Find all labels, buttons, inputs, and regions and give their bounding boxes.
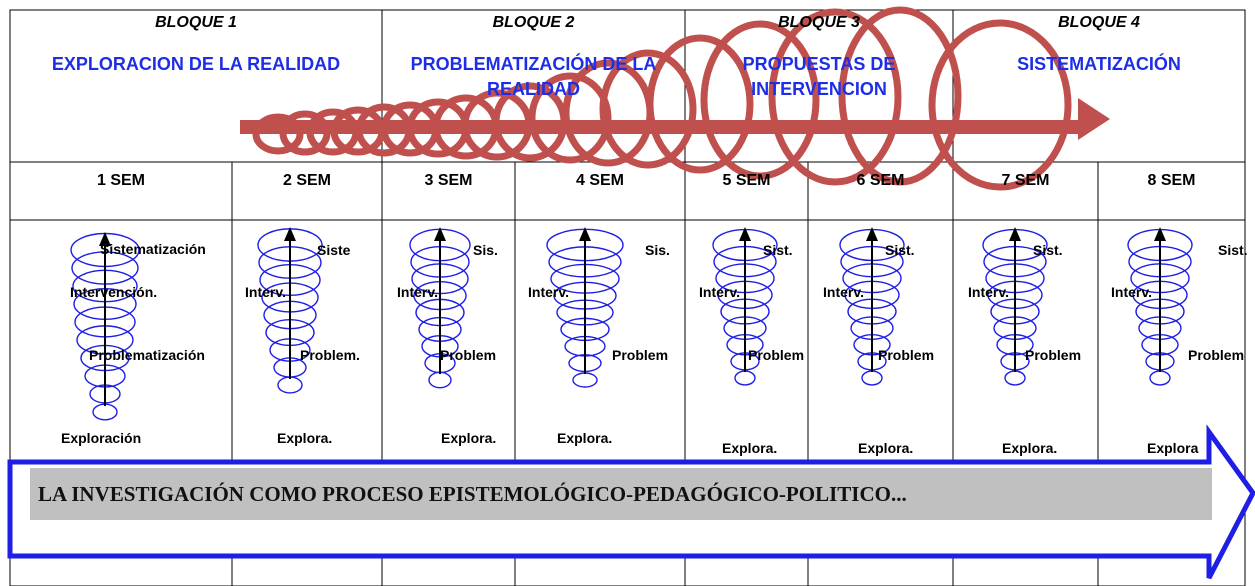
progress-arrow — [240, 6, 1110, 191]
w6-bottom-label: Explora. — [858, 440, 914, 456]
spiral-ring — [861, 370, 883, 386]
arrow-up-icon — [739, 227, 751, 241]
spiral-ring — [277, 376, 303, 394]
banner-arrow — [7, 424, 1255, 580]
arrow-up-icon — [579, 227, 591, 241]
block-1-subtitle: EXPLORACION DE LA REALIDAD — [51, 54, 341, 74]
spiral-ring — [1149, 370, 1171, 386]
w4-low-label: Problem — [612, 347, 669, 363]
week-2-label: 2 SEM — [282, 172, 331, 189]
block-4-title: BLOQUE 4 — [1058, 14, 1140, 31]
progress-loop — [646, 34, 754, 174]
spiral-cone — [712, 227, 778, 386]
w8-top-label: Sist. — [1218, 242, 1248, 258]
spiral-ring — [572, 372, 598, 388]
block-3-title: BLOQUE 3 — [778, 14, 860, 31]
w1-mid-label: Intervención. — [70, 284, 158, 300]
arrow-up-icon — [1154, 227, 1166, 241]
w8-mid-label: Interv. — [1111, 284, 1152, 300]
progress-loop — [599, 49, 697, 169]
w7-top-label: Sist. — [1033, 242, 1063, 258]
banner-fill — [30, 468, 1212, 520]
arrow-up-icon — [434, 227, 446, 241]
w1-low-label: Problematización — [89, 347, 205, 363]
block-3-subtitle: PROPUESTAS DE INTERVENCION — [742, 54, 896, 99]
week-4-label: 4 SEM — [575, 172, 624, 189]
block-4-subtitle: SISTEMATIZACIÓN — [1017, 54, 1181, 74]
w3-bottom-label: Explora. — [441, 430, 497, 446]
w8-low-label: Problem — [1188, 347, 1245, 363]
w7-low-label: Problem — [1025, 347, 1082, 363]
block-2-subtitle: PROBLEMATIZACIÓN DE LA REALIDAD — [410, 54, 657, 99]
arrow-up-icon — [99, 232, 111, 246]
week-5-label: 5 SEM — [722, 172, 771, 189]
week-3-label: 3 SEM — [424, 172, 473, 189]
spiral-cone — [982, 227, 1048, 386]
spiral-cone — [70, 232, 140, 421]
w5-low-label: Problem — [748, 347, 805, 363]
w6-low-label: Problem — [878, 347, 935, 363]
w1-top-label: Sistematización — [100, 241, 206, 257]
progress-loop — [252, 113, 304, 155]
progress-loop — [700, 20, 820, 180]
w5-bottom-label: Explora. — [722, 440, 778, 456]
w8-bottom-label: Explora — [1147, 440, 1199, 456]
w3-mid-label: Interv. — [397, 284, 438, 300]
w4-bottom-label: Explora. — [557, 430, 613, 446]
table-border — [9, 9, 1246, 586]
spiral-cone — [546, 227, 624, 388]
progress-loop — [768, 8, 902, 186]
block-2-title: BLOQUE 2 — [492, 14, 575, 31]
spiral-ring — [92, 403, 118, 421]
w2-top-label: Siste — [317, 242, 351, 258]
spiral-cone — [839, 227, 905, 386]
w6-top-label: Sist. — [885, 242, 915, 258]
w4-mid-label: Interv. — [528, 284, 569, 300]
w4-top-label: Sis. — [645, 242, 670, 258]
w5-top-label: Sist. — [763, 242, 793, 258]
w6-mid-label: Interv. — [823, 284, 864, 300]
w2-low-label: Problem. — [300, 347, 360, 363]
w7-bottom-label: Explora. — [1002, 440, 1058, 456]
w5-mid-label: Interv. — [699, 284, 740, 300]
week-7-label: 7 SEM — [1001, 172, 1050, 189]
spiral-cone — [409, 227, 471, 389]
w3-low-label: Problem — [440, 347, 497, 363]
arrow-up-icon — [866, 227, 878, 241]
spiral-ring — [1004, 370, 1026, 386]
progress-loop — [928, 19, 1072, 191]
spiral-cone — [257, 227, 323, 394]
progress-loop — [528, 72, 612, 164]
w2-bottom-label: Explora. — [277, 430, 333, 446]
block-1-title: BLOQUE 1 — [155, 14, 237, 31]
arrow-up-icon — [284, 227, 296, 241]
week-8-label: 8 SEM — [1147, 172, 1196, 189]
spiral-ring — [428, 371, 452, 389]
arrow-up-icon — [1009, 227, 1021, 241]
spiral-ring — [734, 370, 756, 386]
spiral-cone — [1127, 227, 1193, 386]
progress-arrow-head — [1078, 98, 1110, 140]
week-1-label: 1 SEM — [96, 172, 145, 189]
week-spirals — [70, 227, 1193, 421]
week-6-label: 6 SEM — [856, 172, 905, 189]
w2-mid-label: Interv. — [245, 284, 286, 300]
w3-top-label: Sis. — [473, 242, 498, 258]
w1-bottom-label: Exploración — [61, 430, 142, 446]
banner-text: LA INVESTIGACIÓN COMO PROCESO EPISTEMOLÓ… — [38, 482, 907, 506]
w7-mid-label: Interv. — [968, 284, 1009, 300]
progress-loop — [279, 110, 331, 156]
progress-loop — [838, 6, 962, 186]
